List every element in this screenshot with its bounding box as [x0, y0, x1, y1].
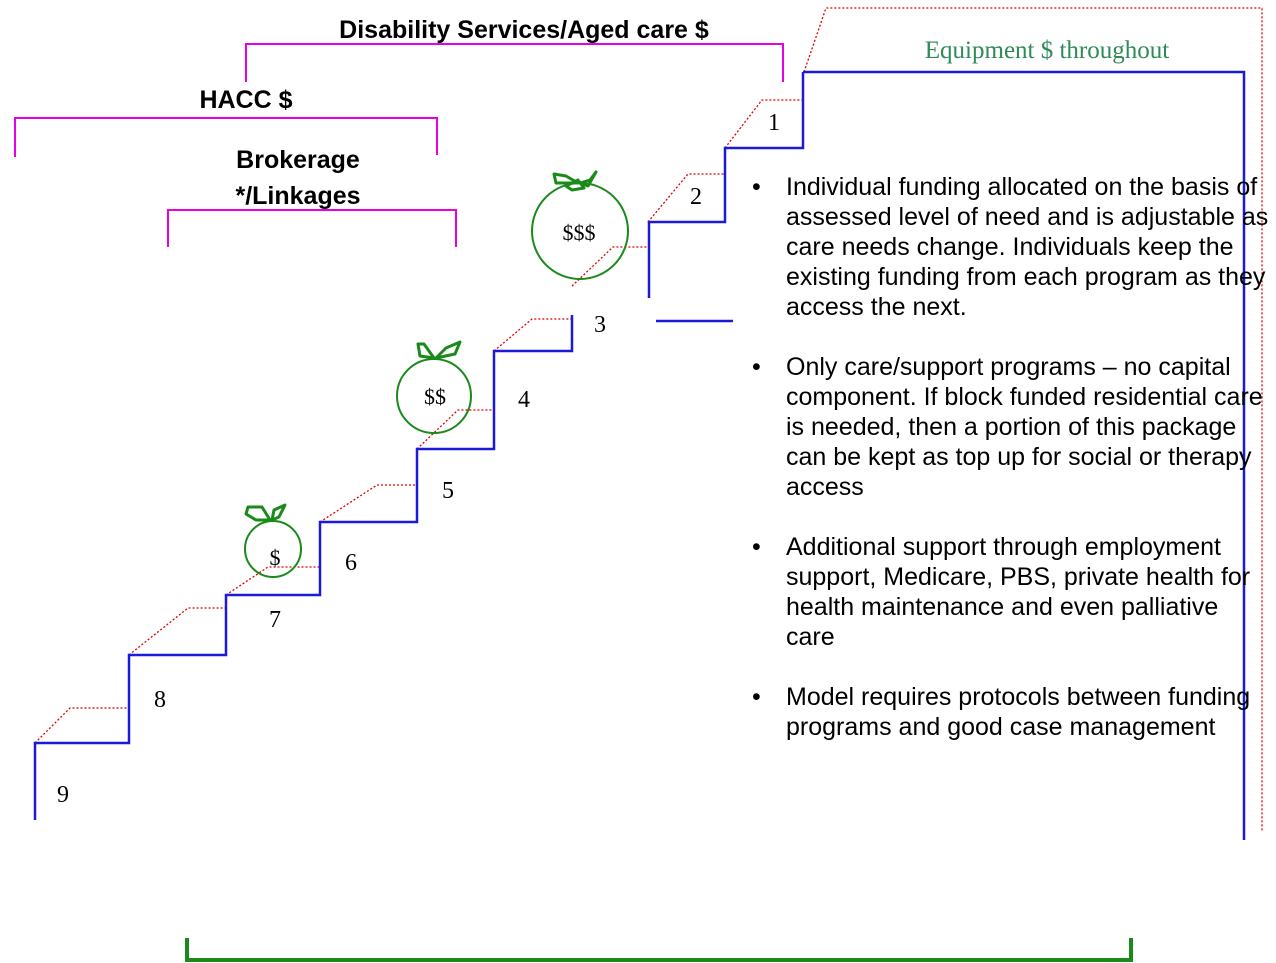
- step-number-5: 5: [442, 478, 454, 504]
- apple-icon-large: $$$: [531, 170, 629, 280]
- step-number-6: 6: [345, 550, 357, 576]
- equipment-label: Equipment $ throughout: [925, 37, 1169, 64]
- step-number-4: 4: [518, 387, 530, 413]
- bullet-item: • Model requires protocols between fundin…: [752, 682, 1272, 742]
- equipment-bracket-line: [803, 70, 1246, 840]
- brokerage-label-line1: Brokerage: [236, 146, 360, 174]
- bullet-text: Additional support through employment su…: [786, 533, 1251, 651]
- apple-label-large: $$$: [563, 220, 596, 245]
- bullet-item: • Additional support through employment s…: [752, 532, 1272, 652]
- step-number-7: 7: [269, 607, 281, 633]
- bullet-item: • Individual funding allocated on the bas…: [752, 172, 1272, 322]
- bullet-text: Only care/support programs – no capital …: [786, 353, 1263, 501]
- step-perspective-lines: [34, 99, 803, 744]
- staircase: [33, 315, 574, 820]
- bullet-list: • Individual funding allocated on the bas…: [752, 172, 1272, 772]
- bullet-dot: •: [752, 533, 761, 561]
- step-number-3: 3: [594, 312, 606, 338]
- apple-icon-medium: $$: [396, 340, 472, 434]
- staircase-upper: [647, 72, 805, 298]
- bullet-dot: •: [752, 353, 761, 381]
- bullet-dot: •: [752, 173, 761, 201]
- bullet-item: • Only care/support programs – no capital…: [752, 352, 1272, 502]
- step-number-9: 9: [57, 782, 69, 808]
- step-number-2: 2: [690, 184, 702, 210]
- equipment-dotted-outline: [803, 7, 1263, 832]
- disability-label: Disability Services/Aged care $: [339, 16, 709, 44]
- apple-icon-small: $: [244, 503, 302, 578]
- apple-label-medium: $$: [424, 384, 446, 409]
- brokerage-bracket: [167, 209, 457, 247]
- disability-bracket: [245, 43, 784, 82]
- apple-label-small: $: [270, 545, 281, 570]
- bullet-dot: •: [752, 683, 761, 711]
- hacc-bracket: [14, 117, 438, 157]
- bottom-bracket: [185, 938, 1133, 962]
- brokerage-label-line2: */Linkages: [235, 182, 360, 210]
- hacc-label: HACC $: [199, 86, 292, 114]
- step-number-1: 1: [768, 110, 780, 136]
- bullet-text: Individual funding allocated on the basi…: [786, 173, 1269, 321]
- step-number-8: 8: [154, 687, 166, 713]
- bullet-text: Model requires protocols between funding…: [786, 683, 1251, 741]
